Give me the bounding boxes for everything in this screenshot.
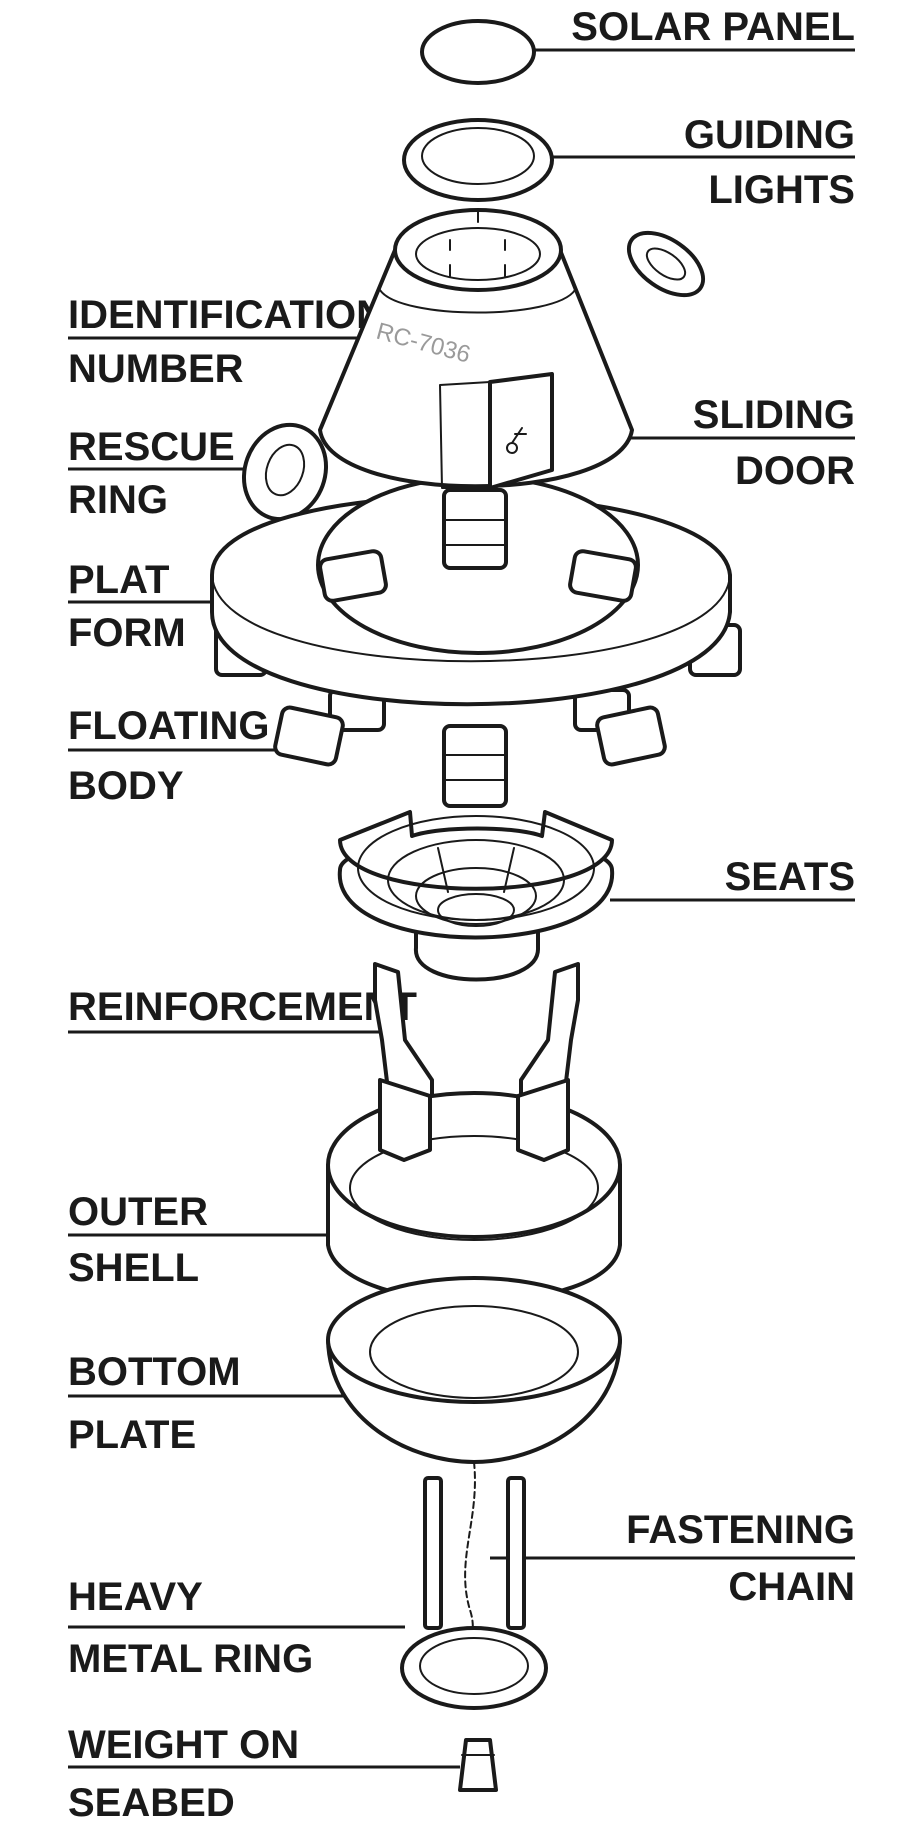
label-outer-shell: OUTER SHELL (68, 1190, 330, 1290)
label-seats: SEATS (610, 855, 855, 902)
label-weight-on-seabed: WEIGHT ON SEABED (68, 1723, 460, 1825)
rescue-ring-label-line2: RING (68, 478, 168, 522)
rescue-ring (241, 422, 329, 522)
label-bottom-plate: BOTTOM PLATE (68, 1350, 352, 1457)
label-heavy-metal-ring: HEAVY METAL RING (68, 1575, 405, 1681)
sliding-door (439, 372, 554, 490)
sliding-door-label-line1: SLIDING (693, 393, 855, 437)
label-floating-body: FLOATING BODY (68, 704, 284, 808)
fastening-chain (423, 1461, 526, 1671)
outer-shell (326, 1078, 622, 1304)
outer-shell-label-line1: OUTER (68, 1190, 208, 1234)
heavy-metal-ring (400, 1626, 548, 1710)
solar-panel-label: SOLAR PANEL (571, 5, 855, 49)
rescue-ring-label-line1: RESCUE (68, 425, 235, 469)
outer-shell-label-line2: SHELL (68, 1246, 199, 1290)
cone-cabin: RC-7036 (318, 208, 634, 490)
small-ring-part (626, 230, 706, 298)
reinforcement-label: REINFORCEMENT (68, 985, 417, 1029)
label-guiding-lights: GUIDING LIGHTS (550, 113, 855, 212)
label-rescue-ring: RESCUE RING (68, 425, 252, 522)
label-identification-number: IDENTIFICATION NUMBER (68, 293, 385, 391)
weight-on-seabed-label-line1: WEIGHT ON (68, 1723, 299, 1767)
platform-label-line1: PLAT (68, 558, 169, 602)
identification-number-label-line1: IDENTIFICATION (68, 293, 385, 337)
platform-label-line2: FORM (68, 611, 186, 655)
bottom-plate (326, 1276, 622, 1464)
fastening-chain-label-line2: CHAIN (728, 1565, 855, 1609)
guiding-lights-label-line2: LIGHTS (708, 168, 855, 212)
identification-number-label-line2: NUMBER (68, 347, 244, 391)
guiding-lights-label-line1: GUIDING (684, 113, 855, 157)
seats (337, 810, 615, 982)
sliding-door-label-line2: DOOR (735, 449, 855, 493)
heavy-metal-ring-label-line2: METAL RING (68, 1637, 313, 1681)
weight-on-seabed-label-line2: SEABED (68, 1781, 235, 1825)
solar-panel (420, 19, 536, 85)
label-solar-panel: SOLAR PANEL (530, 5, 855, 52)
floating-body (273, 705, 667, 808)
fastening-chain-label-line1: FASTENING (626, 1508, 855, 1552)
guiding-lights (402, 118, 554, 202)
seats-label: SEATS (725, 855, 855, 899)
floating-body-label-line2: BODY (68, 764, 184, 808)
weight-on-seabed (458, 1738, 498, 1792)
label-platform: PLAT FORM (68, 558, 218, 655)
label-reinforcement: REINFORCEMENT (68, 985, 417, 1034)
label-fastening-chain: FASTENING CHAIN (490, 1508, 855, 1609)
platform (210, 475, 742, 732)
heavy-metal-ring-label-line1: HEAVY (68, 1575, 203, 1619)
bottom-plate-label-line2: PLATE (68, 1413, 196, 1457)
bottom-plate-label-line1: BOTTOM (68, 1350, 241, 1394)
floating-body-label-line1: FLOATING (68, 704, 269, 748)
